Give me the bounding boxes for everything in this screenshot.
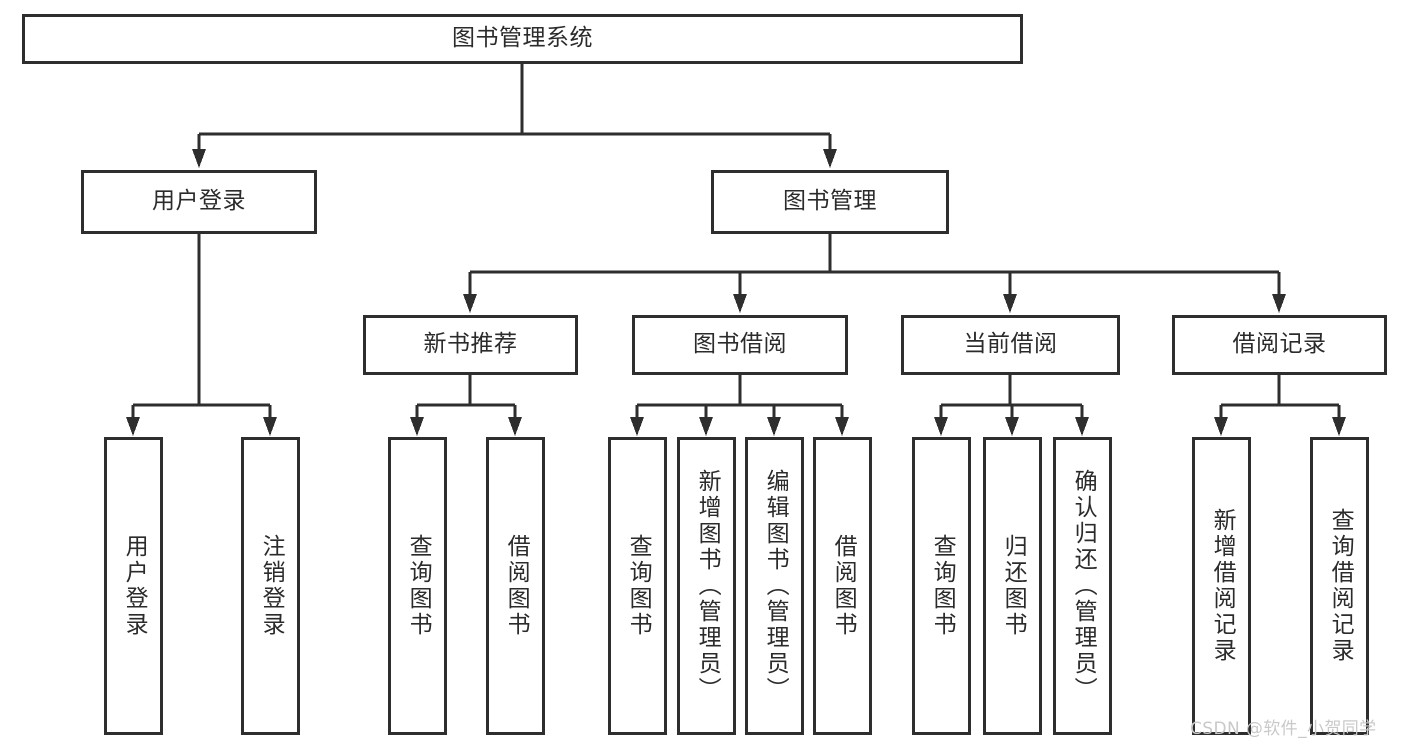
- connector-borrow-record-arrowhead-1: [1332, 417, 1346, 436]
- node-leaf-borrow-book-1[interactable]: 借阅图书: [486, 437, 545, 735]
- node-user-login[interactable]: 用户登录: [81, 170, 317, 234]
- node-book-manage[interactable]: 图书管理: [711, 170, 949, 234]
- node-label-leaf-edit-book-admin: 编辑图书（管理员）: [762, 469, 789, 703]
- node-label-leaf-query-book-1: 查询图书: [405, 534, 432, 638]
- connector-new-book-rec-arrowhead-1: [508, 417, 522, 436]
- connector-new-book-rec-arrowhead-0: [410, 417, 424, 436]
- node-leaf-confirm-return-admin[interactable]: 确认归还（管理员）: [1053, 437, 1112, 735]
- connector-book-borrow-arrowhead-1: [699, 417, 713, 436]
- node-label-leaf-borrow-book-1: 借阅图书: [503, 534, 530, 638]
- connector-user-login-arrowhead-1: [263, 417, 277, 436]
- node-label-user-login: 用户登录: [152, 188, 246, 215]
- connector-root-arrowhead-1: [823, 149, 837, 168]
- connector-book-borrow-arrowhead-3: [835, 417, 849, 436]
- node-new-book-rec[interactable]: 新书推荐: [363, 315, 578, 375]
- node-label-current-borrow: 当前借阅: [963, 331, 1058, 358]
- node-leaf-add-borrow-record[interactable]: 新增借阅记录: [1192, 437, 1251, 735]
- node-label-leaf-add-book-admin: 新增图书（管理员）: [694, 469, 721, 703]
- connector-group: [126, 64, 1346, 436]
- node-label-leaf-user-login: 用户登录: [121, 534, 148, 638]
- node-leaf-query-borrow-record[interactable]: 查询借阅记录: [1310, 437, 1369, 735]
- connector-user-login-arrowhead-0: [126, 417, 140, 436]
- connector-book-manage-arrowhead-1: [733, 294, 747, 313]
- node-label-leaf-query-book-3: 查询图书: [929, 534, 956, 638]
- node-current-borrow[interactable]: 当前借阅: [901, 315, 1120, 375]
- node-root[interactable]: 图书管理系统: [22, 14, 1023, 64]
- node-label-root: 图书管理系统: [452, 25, 593, 52]
- node-label-leaf-query-borrow-record: 查询借阅记录: [1327, 508, 1354, 664]
- node-leaf-edit-book-admin[interactable]: 编辑图书（管理员）: [745, 437, 804, 735]
- node-label-leaf-add-borrow-record: 新增借阅记录: [1209, 508, 1236, 664]
- node-leaf-add-book-admin[interactable]: 新增图书（管理员）: [677, 437, 736, 735]
- connector-book-manage-arrowhead-2: [1003, 294, 1017, 313]
- node-label-leaf-return-book: 归还图书: [1000, 534, 1027, 638]
- node-label-book-borrow: 图书借阅: [693, 331, 787, 358]
- node-leaf-borrow-book-2[interactable]: 借阅图书: [813, 437, 872, 735]
- connector-borrow-record-arrowhead-0: [1214, 417, 1228, 436]
- node-label-leaf-query-book-2: 查询图书: [625, 534, 652, 638]
- node-label-leaf-user-logout: 注销登录: [258, 534, 285, 638]
- node-label-leaf-confirm-return-admin: 确认归还（管理员）: [1070, 469, 1097, 703]
- connector-current-borrow-arrowhead-2: [1075, 417, 1089, 436]
- connector-book-manage-arrowhead-0: [463, 294, 477, 313]
- node-label-new-book-rec: 新书推荐: [423, 331, 518, 358]
- connector-book-borrow-arrowhead-2: [767, 417, 781, 436]
- connector-book-manage-arrowhead-3: [1272, 294, 1286, 313]
- node-label-book-manage: 图书管理: [783, 188, 877, 215]
- node-label-leaf-borrow-book-2: 借阅图书: [830, 534, 857, 638]
- node-label-borrow-record: 借阅记录: [1232, 331, 1327, 358]
- node-borrow-record[interactable]: 借阅记录: [1172, 315, 1387, 375]
- node-leaf-query-book-1[interactable]: 查询图书: [388, 437, 447, 735]
- node-leaf-return-book[interactable]: 归还图书: [983, 437, 1042, 735]
- node-leaf-query-book-3[interactable]: 查询图书: [912, 437, 971, 735]
- connector-root-arrowhead-0: [192, 149, 206, 168]
- node-leaf-user-login[interactable]: 用户登录: [104, 437, 163, 735]
- connector-current-borrow-arrowhead-0: [934, 417, 948, 436]
- node-leaf-user-logout[interactable]: 注销登录: [241, 437, 300, 735]
- connector-current-borrow-arrowhead-1: [1005, 417, 1019, 436]
- connector-book-borrow-arrowhead-0: [630, 417, 644, 436]
- node-book-borrow[interactable]: 图书借阅: [632, 315, 848, 375]
- node-leaf-query-book-2[interactable]: 查询图书: [608, 437, 667, 735]
